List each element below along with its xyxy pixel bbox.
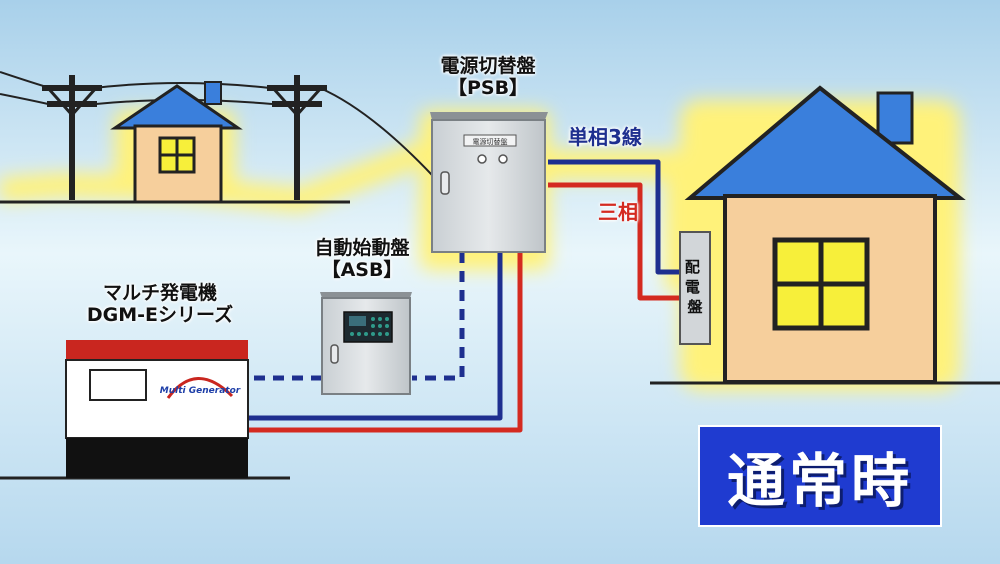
- asb-screen: [349, 316, 366, 326]
- generator-logo-arc: [166, 377, 234, 399]
- psb-indicator-right: [498, 154, 508, 164]
- asb-panel: [320, 292, 412, 395]
- small-house: [110, 81, 243, 204]
- asb-handle: [330, 344, 339, 364]
- single-phase-label: 単相3線: [568, 125, 642, 149]
- status-badge: 通常時: [698, 425, 942, 527]
- utility-pole-right: [267, 75, 327, 200]
- generator-logo: Multi Generator: [160, 386, 241, 396]
- psb-label-line1: 電源切替盤: [440, 55, 536, 77]
- generator-unit: Multi Generator: [65, 340, 249, 478]
- distribution-board-label: 配 電 盤: [685, 258, 705, 316]
- psb-nameplate: [463, 134, 517, 147]
- psb-label-line2: 【PSB】: [447, 76, 529, 99]
- psb-handle: [440, 171, 450, 195]
- main-house: [684, 85, 966, 384]
- asb-label-line1: 自動始動盤: [314, 237, 410, 259]
- control-cable-psb-asb: [412, 252, 465, 381]
- status-badge-text: 通常時: [726, 447, 913, 515]
- psb-panel: 電源切替盤: [430, 112, 548, 253]
- generator-label-line1: マルチ発電機: [102, 282, 217, 304]
- psb-label: 電源切替盤 【PSB】: [408, 55, 568, 100]
- asb-label-line2: 【ASB】: [321, 258, 403, 281]
- generator-label: マルチ発電機 DGM-Eシリーズ: [70, 282, 250, 327]
- psb-nameplate-text: 電源切替盤: [473, 137, 508, 146]
- utility-pole-left: [42, 75, 102, 200]
- three-phase-cable: [548, 182, 684, 301]
- generator-label-line2: DGM-Eシリーズ: [86, 303, 234, 326]
- single-phase-cable: [548, 159, 684, 275]
- distribution-board: 配 電 盤: [679, 231, 711, 345]
- asb-label: 自動始動盤 【ASB】: [292, 237, 432, 282]
- generator-panel-window: [89, 369, 147, 401]
- chimney: [876, 91, 914, 145]
- three-phase-label: 三相: [598, 200, 638, 224]
- psb-indicator-left: [477, 154, 487, 164]
